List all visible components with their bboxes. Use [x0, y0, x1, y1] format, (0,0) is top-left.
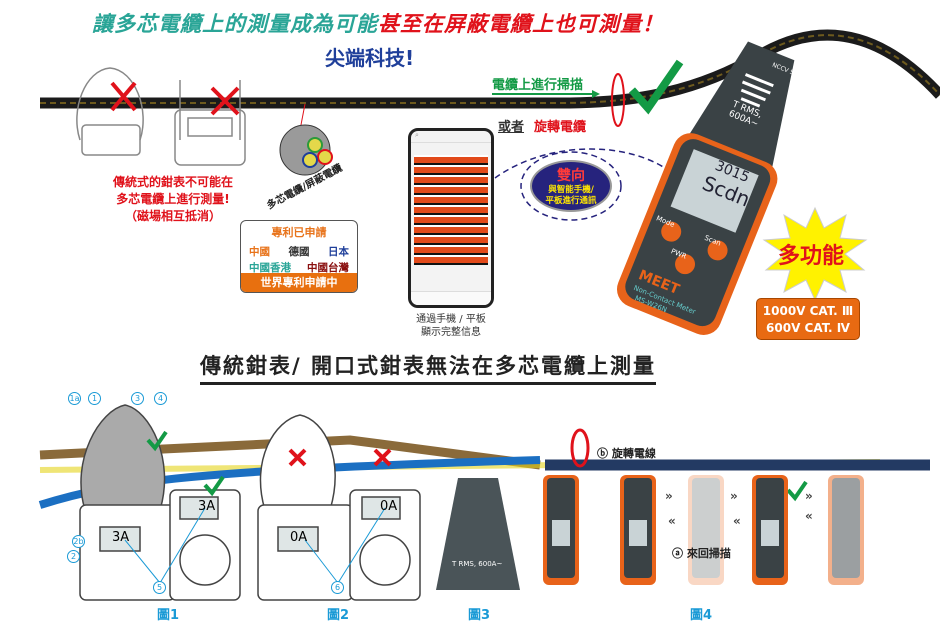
callout: 6 [331, 581, 344, 594]
cat-line: 600V CAT. Ⅳ [766, 321, 850, 335]
patent-box: 專利已申請 中國 德國 日本 中國香港 中國台灣 世界專利申請中 [240, 220, 358, 293]
fig3-rating: T RMS, 600A~ [452, 560, 503, 568]
svg-text:»: » [730, 489, 738, 503]
svg-text:»: » [665, 489, 673, 503]
figure-label-1: 圖1 [157, 608, 180, 623]
callout: 2 [67, 550, 80, 563]
warning-line: 多芯電纜上進行測量! [116, 192, 230, 206]
figure-label-2: 圖2 [327, 608, 350, 623]
warning-line: 傳統式的鉗表不可能在 [112, 175, 233, 189]
reading: 3A [198, 499, 216, 514]
callout: 4 [154, 392, 167, 405]
check-icon [629, 59, 684, 115]
callout: 3 [131, 392, 144, 405]
bidirectional-badge: 雙向 與智能手機/ 平板進行通訊 [530, 160, 612, 212]
country: 德國 [288, 246, 310, 258]
callout: 5 [153, 581, 166, 594]
meter-sequence [543, 475, 864, 585]
cat-rating-box: 1000V CAT. Ⅲ 600V CAT. Ⅳ [756, 298, 860, 340]
figure-label-3: 圖3 [468, 608, 491, 623]
headline-part1: 讓多芯電纜上的測量成為可能 [92, 12, 378, 36]
subtitle: 尖端科技! [325, 46, 415, 70]
warning-text: 傳統式的鉗表不可能在 多芯電纜上進行測量! （磁場相互抵消） [88, 174, 258, 225]
callout: 2b [72, 535, 85, 548]
app-tabbar [411, 291, 491, 305]
badge-title: 雙向 [557, 168, 585, 184]
section-heading: 傳統鉗表/ 開口式鉗表無法在多芯電纜上測量 [200, 350, 656, 385]
country: 中國香港 [249, 262, 291, 274]
phone-mockup: ⌕ [408, 128, 494, 308]
rotate-icon [611, 73, 625, 127]
caption-line: 顯示完整信息 [421, 327, 481, 338]
scan-label: 電纜上進行掃描 [492, 78, 584, 93]
cable [40, 29, 940, 109]
country: 中國台灣 [307, 262, 349, 274]
rotate-label: 旋轉電纜 [534, 120, 587, 135]
country: 日本 [328, 246, 349, 258]
multifunction-label: 多功能 [778, 244, 845, 269]
figure-label-4: 圖4 [690, 608, 713, 623]
patent-title: 專利已申請 [271, 226, 327, 239]
sweep-label: ⓐ 來回掃描 [672, 547, 731, 560]
patent-footer: 世界專利申請中 [241, 273, 357, 292]
badge-line: 平板進行通訊 [545, 196, 597, 206]
clamp-meter [79, 404, 421, 601]
country: 中國 [249, 246, 270, 258]
meter-sensor-closeup [436, 478, 520, 590]
badge-line: 與智能手機/ [548, 185, 594, 195]
headline: 讓多芯電纜上的測量成為可能甚至在屏蔽電纜上也可測量！ [92, 8, 664, 38]
headline-part2: 甚至在屏蔽電纜上也可測量！ [378, 12, 664, 36]
svg-text:«: « [733, 514, 741, 528]
svg-text:«: « [668, 514, 676, 528]
cat-line: 1000V CAT. Ⅲ [762, 304, 854, 318]
check-icon [146, 430, 168, 452]
rotate-icon [570, 428, 590, 468]
rotate-wire-label: ⓑ 旋轉電線 [597, 447, 656, 460]
check-icon [786, 480, 808, 502]
caption-line: 通過手機 / 平板 [416, 314, 486, 325]
app-table [414, 155, 488, 265]
svg-text:»: » [805, 489, 813, 503]
reading: 0A [380, 499, 398, 514]
reading: 3A [112, 530, 130, 545]
or-label: 或者 [498, 120, 525, 135]
phone-caption: 通過手機 / 平板顯示完整信息 [408, 313, 494, 339]
callout: 1 [88, 392, 101, 405]
search-icon: ⌕ [411, 131, 491, 143]
non-contact-meter [616, 41, 795, 335]
callout: 1a [68, 392, 81, 405]
reading: 0A [290, 530, 308, 545]
svg-text:«: « [805, 509, 813, 523]
check-icon [203, 475, 225, 497]
clamp-meter-outline [76, 67, 246, 166]
warning-line: （磁場相互抵消） [124, 209, 221, 223]
x-mark-icon [110, 81, 240, 116]
